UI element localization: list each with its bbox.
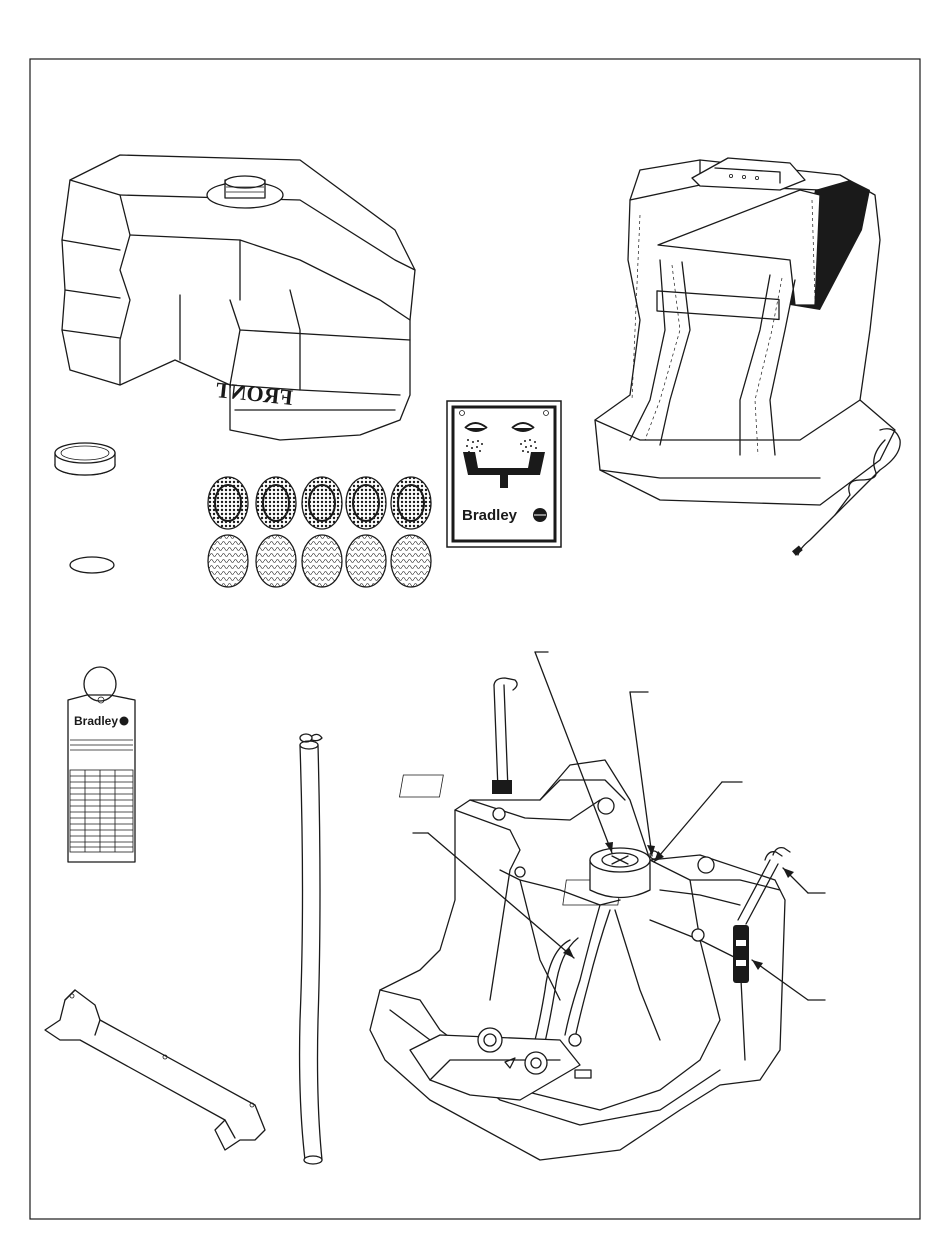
water-tank: FRONT bbox=[62, 155, 415, 440]
filter-disc bbox=[391, 477, 431, 529]
filter-screen bbox=[346, 535, 386, 587]
o-ring bbox=[70, 557, 114, 573]
unit-cover bbox=[595, 158, 900, 556]
sign-brand-text: Bradley bbox=[462, 507, 518, 524]
bradley-logo-icon bbox=[533, 508, 547, 522]
tank-cap bbox=[55, 443, 115, 475]
filter-disc bbox=[256, 477, 296, 529]
mounting-hook-left bbox=[492, 678, 517, 794]
filter-housing bbox=[590, 848, 658, 898]
filter-screen bbox=[256, 535, 296, 587]
bradley-logo-icon bbox=[120, 717, 129, 726]
filter-screen bbox=[208, 535, 248, 587]
eyewash-station bbox=[370, 678, 790, 1160]
latch-clip bbox=[733, 925, 749, 983]
filter-cartridges bbox=[208, 477, 431, 529]
hose-clamp-icon bbox=[300, 734, 322, 742]
filter-screen bbox=[302, 535, 342, 587]
wall-bracket bbox=[45, 990, 265, 1150]
filter-disc bbox=[208, 477, 248, 529]
eyewash-sign: Bradley bbox=[447, 401, 561, 547]
filter-disc bbox=[302, 477, 342, 529]
filter-screen bbox=[391, 535, 431, 587]
inspection-tag: Bradley bbox=[68, 667, 135, 862]
tag-brand-text: Bradley bbox=[74, 714, 118, 728]
drain-hose bbox=[300, 734, 322, 1164]
filter-screens bbox=[208, 535, 431, 587]
filter-disc bbox=[346, 477, 386, 529]
